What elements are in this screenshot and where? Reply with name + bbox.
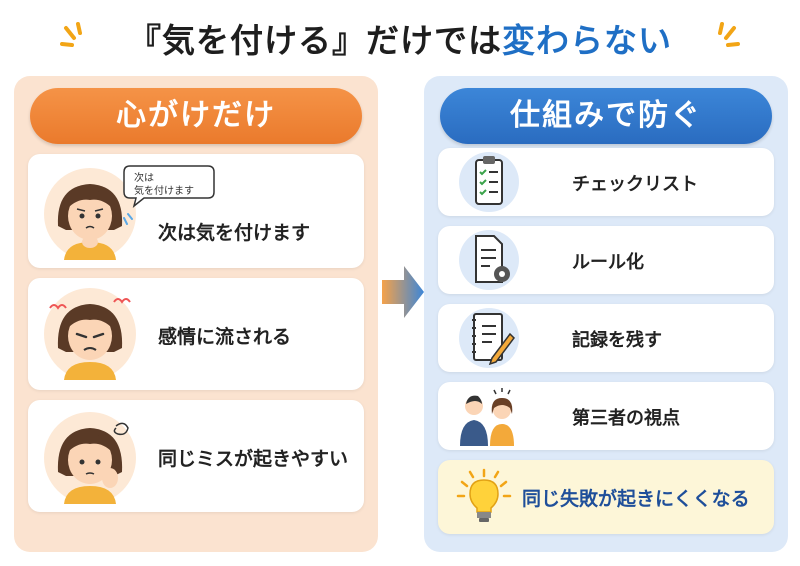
bubble-text-line2: 気を付けます xyxy=(134,186,194,197)
clipboard-checklist-icon xyxy=(459,152,519,212)
right-item-label: 第三者の視点 xyxy=(572,408,680,429)
document-gear-icon xyxy=(459,230,519,290)
left-item-card: 感情に流される xyxy=(28,278,364,390)
two-people-icon xyxy=(460,388,514,446)
left-item-label: 同じミスが起きやすい xyxy=(158,448,349,470)
light-bulb-icon xyxy=(456,468,512,522)
left-item-label: 次は気を付けます xyxy=(158,222,311,244)
title-part1: 『気を付ける』だけでは xyxy=(128,21,502,60)
right-header: 仕組みで防ぐ xyxy=(440,88,772,144)
page-title: 『気を付ける』だけでは変わらない xyxy=(0,14,800,62)
sparkle-icon xyxy=(60,22,82,47)
bubble-text-line1: 次は xyxy=(134,173,154,184)
result-text: 同じ失敗が起きにくくなる xyxy=(522,488,750,510)
sparkle-icon xyxy=(718,22,740,47)
left-item-card: 次は 気を付けます 次は気を付けます xyxy=(28,154,364,268)
frustrated-woman-icon xyxy=(44,288,136,380)
left-panel: 心がけだけ 次は 気を付けます 次は気を付けます xyxy=(14,76,378,552)
arrow-right-icon xyxy=(382,266,424,318)
left-item-card: 同じミスが起きやすい xyxy=(28,400,364,512)
speech-bubble-icon xyxy=(123,165,215,208)
title-part2: 変わらない xyxy=(502,21,672,60)
worried-woman-icon xyxy=(44,168,136,260)
right-item-label: 記録を残す xyxy=(572,330,662,351)
right-item-card: 第三者の視点 xyxy=(438,382,774,450)
right-item-label: チェックリスト xyxy=(572,174,698,195)
right-item-card: 記録を残す xyxy=(438,304,774,372)
right-item-label: ルール化 xyxy=(572,252,644,273)
right-item-card: チェックリスト xyxy=(438,148,774,216)
right-item-card: ルール化 xyxy=(438,226,774,294)
result-card: 同じ失敗が起きにくくなる xyxy=(438,460,774,534)
left-item-label: 感情に流される xyxy=(158,326,292,348)
confused-woman-icon xyxy=(44,412,136,504)
right-panel: 仕組みで防ぐ チェックリスト ルール化 記録を残す xyxy=(424,76,788,552)
left-header: 心がけだけ xyxy=(30,88,362,144)
notebook-pencil-icon xyxy=(459,308,519,368)
